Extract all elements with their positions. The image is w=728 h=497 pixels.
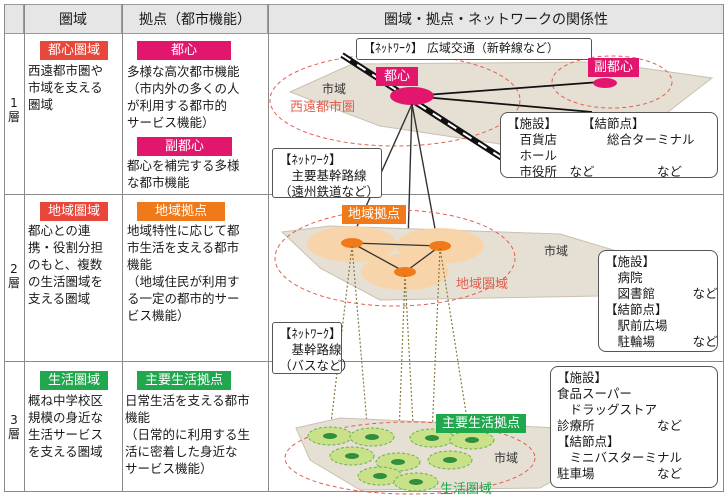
seikatsu-area-ellipse xyxy=(284,421,536,495)
seikatsu-kyoten-label: 主要生活拠点 xyxy=(436,414,527,433)
chiiki-node xyxy=(341,238,363,248)
base-tag-seikatsu: 主要生活拠点 xyxy=(137,371,232,390)
area-tag-toshin: 都心圏域 xyxy=(40,41,109,60)
seikatsu-node xyxy=(345,453,359,459)
facilities-box-3: 【施設】 食品スーパー ドラッグストア 診療所 など 【結節点】 ミニバスターミ… xyxy=(550,366,718,488)
grid-line xyxy=(268,4,269,492)
grid-line xyxy=(122,4,123,492)
facilities-box-2: 【施設】 病院 図書館 など 【結節点】 駅前広場 駐輪場 など xyxy=(598,250,718,352)
grid-line xyxy=(24,4,25,492)
bus-line xyxy=(397,274,406,461)
shinkansen-line-dash xyxy=(341,54,506,161)
chiiki-node xyxy=(394,267,416,277)
area-column-header: 圏域 xyxy=(24,4,122,34)
base-desc-seikatsu: 日常生活を支える都市 機能 （日常的に利用する生 活に密着した身近な サービス機… xyxy=(125,393,251,476)
base-desc-chiiki: 地域特性に応じて都 市生活を支える都市 機能 （地域住民が利用す る一定の都市的… xyxy=(127,223,240,323)
area-desc-toshin: 西遠都市圏や 市域を支える 圏域 xyxy=(28,63,104,112)
network-bus-callout: 【ﾈｯﾄﾜｰｸ】 基幹路線 （バスなど） xyxy=(272,322,354,374)
base-desc-fukutoshin: 都心を補完する多様 な都市機能 xyxy=(127,158,240,190)
grid-line xyxy=(723,4,724,492)
area-desc-seikatsu: 概ね中学校区 規模の身近な 生活サービス を支える圏域 xyxy=(28,393,104,459)
toshin-fukutoshin-link xyxy=(411,81,601,97)
seien-area-label: 西遠都市圏 xyxy=(290,100,356,115)
seikatsu-node xyxy=(443,457,457,463)
toshin-label: 都心 xyxy=(376,67,419,86)
relation-column-header: 圏域・拠点・ネットワークの関係性 xyxy=(268,4,724,34)
toshin-node xyxy=(390,87,434,105)
trunk-line xyxy=(411,103,439,246)
chiiki-node xyxy=(429,241,451,251)
bus-line xyxy=(439,247,471,439)
toshin-right-link xyxy=(411,95,593,113)
area-tag-seikatsu: 生活圏域 xyxy=(40,371,109,390)
seikatsu-node xyxy=(373,473,387,479)
bus-line xyxy=(431,247,441,437)
base-tag-fukutoshin: 副都心 xyxy=(137,137,233,156)
city-area-label-1: 市域 xyxy=(322,82,347,96)
base-tag-toshin: 都心 xyxy=(137,41,232,60)
seikatsu-node xyxy=(465,437,479,443)
grid-line xyxy=(4,4,5,492)
row-divider xyxy=(4,361,724,362)
trunk-line xyxy=(407,103,413,243)
network-wide-callout: 【ﾈｯﾄﾜｰｸ】 広域交通（新幹線など） xyxy=(356,38,592,60)
seien-area-ellipse xyxy=(269,53,521,147)
base-desc-toshin: 多様な高次都市機能 （市内外の多くの人 が利用する都市的 サービス機能） xyxy=(127,64,240,130)
network-trunk-callout: 【ﾈｯﾄﾜｰｸ】 主要基幹路線 （遠州鉄道など） xyxy=(272,148,382,199)
area-desc-chiiki: 都心との連 携・役割分担 のもと、複数 の生活圏域を 支える圏域 xyxy=(28,223,104,306)
fukutoshin-node xyxy=(593,78,617,88)
chiiki-area-label: 地域圏域 xyxy=(456,277,509,292)
seikatsu-node xyxy=(391,459,405,465)
city-area-label-3: 市域 xyxy=(494,451,519,465)
base-tag-chiiki: 地域拠点 xyxy=(137,202,226,221)
chiiki-kyoten-label: 地域拠点 xyxy=(342,205,407,224)
seikatsu-node xyxy=(425,435,439,441)
facilities-box-1: 【施設】 【結節点】 百貨店 総合ターミナル ホール 市役所 など など xyxy=(500,112,718,179)
fukutoshin-label: 副都心 xyxy=(588,58,640,77)
base-column-header: 拠点（都市機能） xyxy=(122,4,268,34)
city-area-label-2: 市域 xyxy=(544,244,569,258)
seikatsu-node xyxy=(365,434,379,440)
seikatsu-node xyxy=(409,479,423,485)
fukutoshin-area-ellipse xyxy=(551,55,673,109)
area-tag-chiiki: 地域圏域 xyxy=(40,202,109,221)
seikatsu-node xyxy=(323,433,337,439)
seikatsu-area-label: 生活圏域 xyxy=(440,482,493,497)
